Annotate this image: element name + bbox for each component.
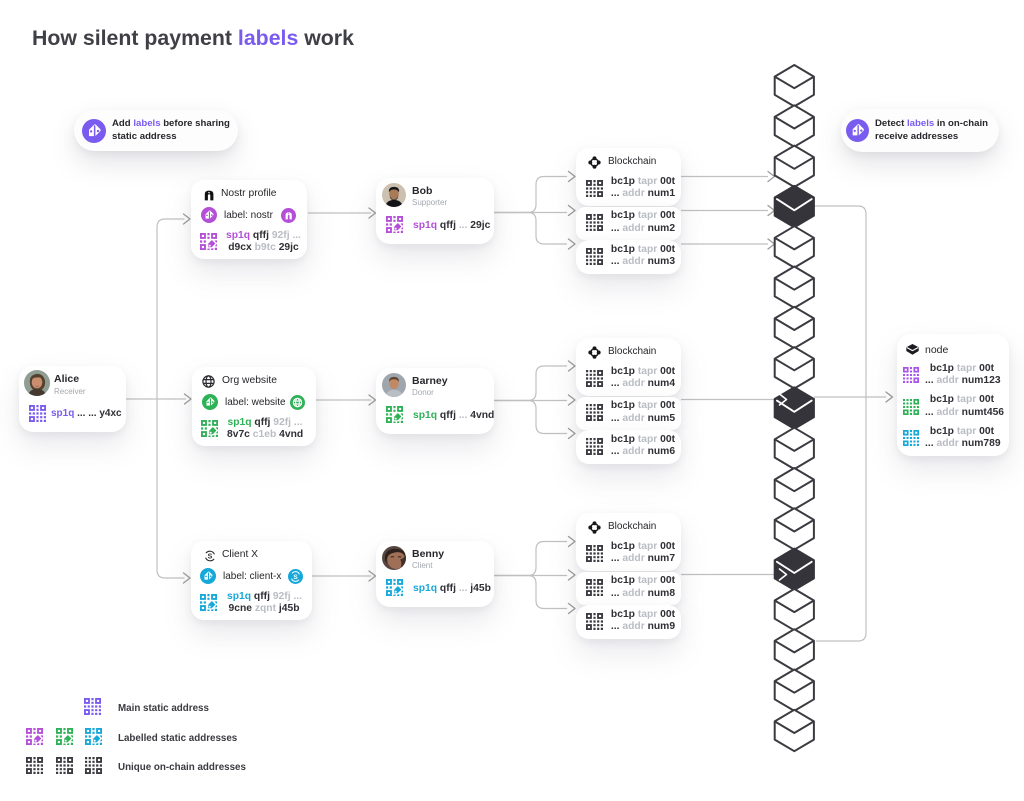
svg-text:S: S: [208, 553, 213, 560]
svg-text:S: S: [293, 573, 298, 580]
